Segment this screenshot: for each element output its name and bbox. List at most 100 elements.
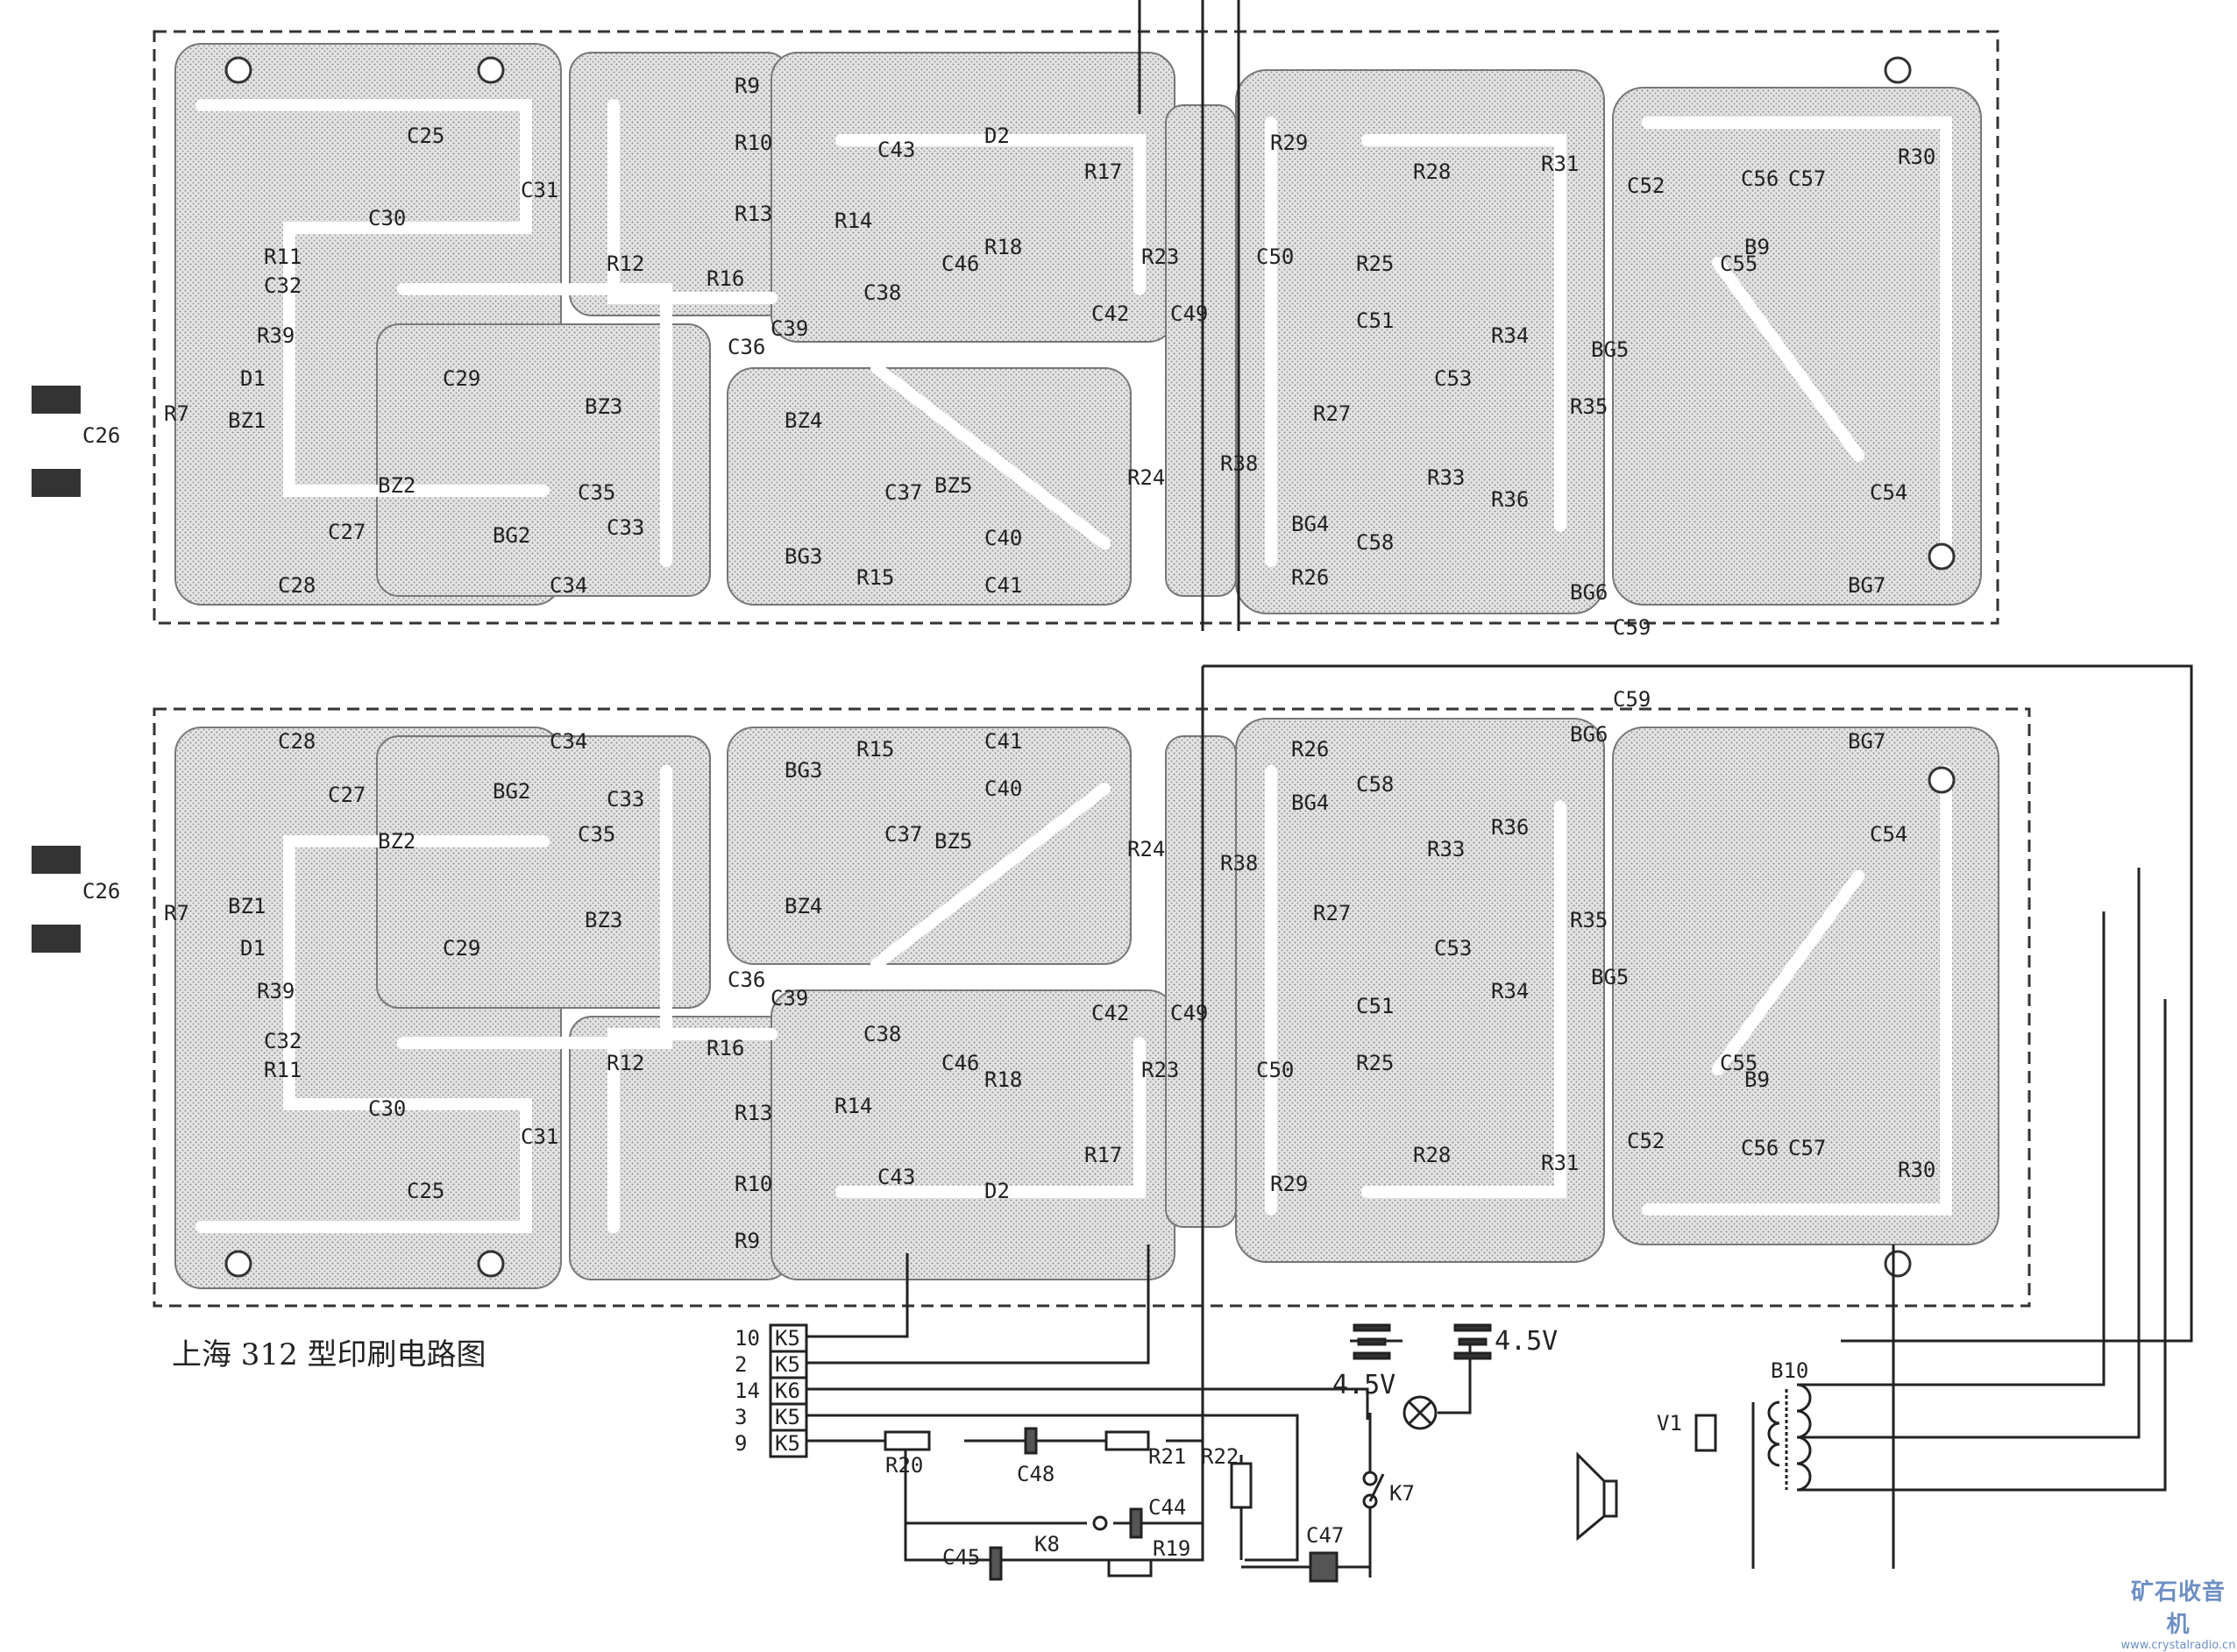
component-label-c30: C30 [368,1096,406,1121]
speaker-icon [1576,1451,1618,1542]
component-label-c32: C32 [264,1029,302,1053]
component-label-r26: R26 [1291,737,1329,762]
component-label-c58: C58 [1356,530,1394,555]
earphone-jack[interactable] [1694,1414,1717,1452]
pcb-board-bottom [153,707,2031,1308]
component-label-r9: R9 [735,1229,760,1253]
component-label-c58: C58 [1356,772,1394,797]
label-b10: B10 [1771,1358,1808,1383]
component-label-r14: R14 [834,209,872,233]
component-label-c40: C40 [984,776,1022,801]
component-label-c49: C49 [1170,1001,1208,1025]
component-label-r28: R28 [1413,160,1451,184]
component-label-c28: C28 [278,729,316,754]
transformer-b10 [1767,1383,1812,1492]
component-label-c59: C59 [1613,615,1651,640]
component-label-r31: R31 [1541,1151,1579,1175]
component-label-c53: C53 [1434,366,1472,391]
component-label-r36: R36 [1491,815,1529,840]
resistor-r20 [884,1430,931,1451]
label-k7: K7 [1389,1481,1415,1506]
component-label-bg6: BG6 [1570,722,1608,747]
component-label-bz2: BZ2 [378,829,415,854]
component-label-c34: C34 [550,573,587,598]
label-c47: C47 [1306,1523,1344,1548]
component-label-c55: C55 [1720,252,1758,276]
resistor-r22 [1230,1462,1253,1509]
component-label-r38: R38 [1220,851,1258,876]
component-label-c46: C46 [941,252,979,276]
component-label-d2: D2 [984,124,1010,148]
component-label-c25: C25 [407,1179,444,1203]
component-label-r39: R39 [257,323,295,348]
component-label-r39: R39 [257,979,295,1003]
label-r22: R22 [1201,1444,1239,1469]
component-label-c38: C38 [863,1022,901,1046]
component-label-bg5: BG5 [1591,965,1629,989]
component-label-c38: C38 [863,280,901,305]
component-label-bg7: BG7 [1848,729,1885,754]
switch-name: K5 [775,1431,800,1456]
component-label-r15: R15 [856,565,894,590]
component-label-r23: R23 [1141,1058,1179,1082]
component-label-c42: C42 [1091,1001,1129,1025]
switch-pin: 10 [735,1326,760,1351]
component-label-c39: C39 [771,986,808,1010]
component-label-c46: C46 [941,1051,979,1075]
component-label-c57: C57 [1788,1136,1826,1160]
component-label-c51: C51 [1356,994,1394,1018]
label-c48: C48 [1017,1462,1055,1486]
component-label-c28: C28 [278,573,316,598]
component-label-r29: R29 [1270,1172,1308,1196]
component-label-c26: C26 [82,423,120,448]
component-label-bz4: BZ4 [785,894,822,918]
component-label-bz4: BZ4 [785,408,822,433]
component-label-r16: R16 [707,1036,744,1060]
antenna-terminals [32,386,81,953]
component-label-c30: C30 [368,206,406,230]
capacitor-c47 [1309,1551,1339,1583]
component-label-r36: R36 [1491,487,1529,512]
component-label-r11: R11 [264,1058,302,1082]
switch-pin: 14 [735,1379,760,1403]
component-label-r18: R18 [984,1067,1022,1092]
component-label-bg5: BG5 [1591,337,1629,362]
label-r19: R19 [1153,1536,1190,1561]
component-label-c43: C43 [877,1165,915,1189]
component-label-bg3: BG3 [785,544,822,569]
switch-k8[interactable] [1092,1515,1108,1531]
component-label-r35: R35 [1570,908,1608,932]
component-label-bg3: BG3 [785,758,822,783]
switch-k7[interactable] [1362,1471,1385,1509]
component-labels-bottom: C25C31C30R11C32R39D1R7C26BZ1C29BZ2BG2C27… [82,687,1935,1253]
capacitor-c45 [989,1546,1003,1581]
component-label-r29: R29 [1270,131,1308,155]
component-label-c33: C33 [607,787,644,812]
component-label-c26: C26 [82,879,120,904]
component-label-d1: D1 [240,366,266,391]
component-label-bg7: BG7 [1848,573,1885,598]
component-label-bz1: BZ1 [228,894,266,918]
component-label-d2: D2 [984,1179,1010,1203]
capacitor-c44 [1129,1507,1143,1539]
component-label-c41: C41 [984,729,1022,754]
component-label-r33: R33 [1427,465,1465,490]
pcb-board-top [153,30,1999,625]
component-label-c29: C29 [443,936,480,961]
component-label-c34: C34 [550,729,587,754]
component-label-c31: C31 [521,178,558,202]
component-label-c55: C55 [1720,1051,1758,1075]
component-label-r24: R24 [1127,465,1165,490]
component-label-r11: R11 [264,245,302,269]
component-label-r26: R26 [1291,565,1329,590]
switch-pin: 2 [735,1352,747,1377]
component-label-c54: C54 [1870,480,1907,505]
label-battery-2: 4.5V [1495,1326,1558,1357]
label-battery-1: 4.5V [1332,1370,1395,1400]
component-label-c36: C36 [728,968,765,992]
component-label-r13: R13 [735,1101,772,1125]
component-label-c35: C35 [578,822,615,847]
component-label-bg4: BG4 [1291,512,1329,536]
component-label-c57: C57 [1788,167,1826,191]
